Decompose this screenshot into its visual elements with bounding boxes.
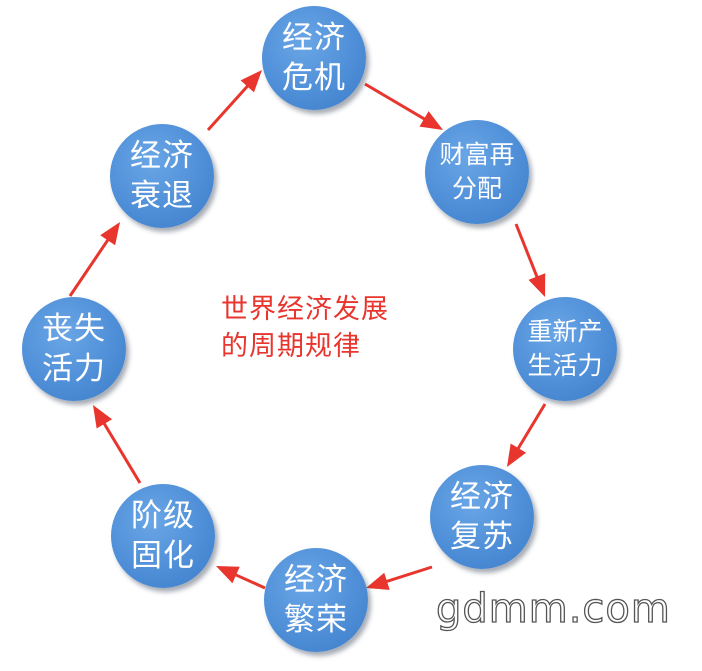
node-economic-crisis: 经济 危机 (262, 6, 366, 110)
node-wealth-redistribution: 财富再 分配 (425, 120, 529, 224)
arrow-economic-recovery-to-economic-prosperity (366, 565, 433, 590)
arrow-head (240, 70, 262, 93)
arrow-loss-of-vitality-to-economic-decline (68, 222, 120, 297)
arrow-head (216, 566, 240, 584)
watermark: gdmm.com (435, 585, 671, 632)
node-label-line: 经济 (284, 562, 348, 598)
arrow-head (100, 222, 120, 246)
node-label-line: 衰退 (130, 178, 194, 214)
diagram-title: 世界经济发展 的周期规律 (221, 291, 389, 365)
arrow-class-solidification-to-loss-of-vitality (93, 405, 142, 484)
node-label-line: 丧失 (42, 311, 106, 347)
arrow-shaft (206, 83, 250, 132)
node-label-line: 经济 (282, 20, 346, 56)
node-label-line: 生活力 (527, 351, 603, 380)
arrow-head (419, 111, 443, 130)
node-label-line: 活力 (42, 351, 106, 387)
arrow-shaft (364, 82, 427, 122)
arrow-wealth-redistribution-to-revitalization (514, 223, 546, 297)
node-economic-decline: 经济 衰退 (110, 124, 214, 228)
arrow-head (366, 572, 390, 590)
node-class-solidification: 阶级 固化 (111, 484, 215, 588)
node-economic-prosperity: 经济 繁荣 (264, 548, 368, 652)
node-label-line: 重新产 (527, 317, 603, 346)
node-label-line: 经济 (130, 138, 194, 174)
arrow-shaft (516, 403, 547, 451)
arrow-head (528, 273, 546, 297)
arrow-shaft (233, 572, 266, 590)
node-label-line: 分配 (451, 174, 502, 203)
node-label-line: 经济 (450, 479, 514, 515)
node-label-line: 复苏 (450, 519, 514, 555)
diagram-title-line: 的周期规律 (221, 331, 361, 362)
arrow-economic-crisis-to-wealth-redistribution (364, 82, 443, 130)
diagram-title-line: 世界经济发展 (221, 294, 389, 325)
arrow-economic-decline-to-economic-crisis (206, 70, 262, 132)
node-economic-recovery: 经济 复苏 (430, 465, 534, 569)
arrow-shaft (384, 565, 433, 584)
arrow-head (93, 405, 113, 429)
arrow-shaft (68, 237, 111, 297)
arrow-shaft (514, 223, 540, 279)
node-label-line: 阶级 (131, 498, 195, 534)
arrow-head (507, 443, 527, 467)
arrow-shaft (102, 421, 142, 484)
node-revitalization: 重新产 生活力 (513, 297, 617, 401)
arrow-revitalization-to-economic-recovery (507, 403, 547, 467)
node-loss-of-vitality: 丧失 活力 (22, 297, 126, 401)
node-label-line: 危机 (282, 60, 346, 96)
node-label-line: 繁荣 (284, 602, 348, 638)
node-label-line: 固化 (131, 538, 195, 574)
node-label-line: 财富再 (439, 140, 515, 169)
arrow-economic-prosperity-to-class-solidification (216, 566, 266, 590)
